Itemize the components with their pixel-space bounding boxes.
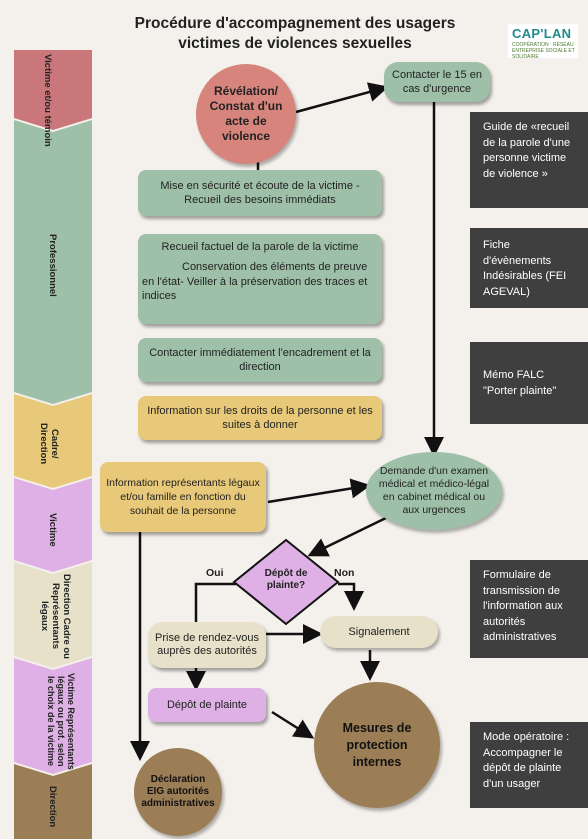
arrow-non <box>338 582 364 611</box>
sidecard-guide-recueil: Guide de «recueil de la parole d'une per… <box>470 112 588 208</box>
node-depot-plainte: Dépôt de plainte <box>148 688 266 722</box>
label-oui: Oui <box>206 567 224 579</box>
node-signalement: Signalement <box>320 616 438 648</box>
sidecard-memo-falc: Mémo FALC "Porter plainte" <box>470 342 588 424</box>
node-contacter-encadrement: Contacter immédiatement l'encadrement et… <box>138 338 382 382</box>
band-direction <box>14 764 92 839</box>
band-direction-cadre <box>14 562 92 668</box>
node-mesures-protection: Mesures de protection internes <box>314 682 440 808</box>
arrow-info-to-examen <box>267 478 371 504</box>
node-demande-examen: Demande d'un examen médical et médico-lé… <box>366 452 502 530</box>
node-information-droits: Information sur les droits de la personn… <box>138 396 382 440</box>
band-label-victime-temoin: Victime et/ou témoin <box>42 54 53 147</box>
band-label-direction: Direction <box>47 786 58 828</box>
node-recueil: Recueil factuel de la parole de la victi… <box>138 234 382 324</box>
node-declaration-eig: Déclaration EIG autorités administrative… <box>134 748 222 836</box>
line-oui <box>194 582 236 622</box>
band-label-direction-cadre: Direction Cadre ou Représentants légaux <box>39 573 72 659</box>
sidecard-fiche-fei: Fiche d'évènements Indésirables (FEI AGE… <box>470 228 588 308</box>
decision-diamond <box>232 538 340 626</box>
conservation-text: Conservation des éléments de preuve en l… <box>142 261 368 302</box>
connectors <box>130 82 444 761</box>
node-depot-question: Dépôt de plainte? <box>264 568 308 591</box>
swimlane-bands <box>14 50 92 839</box>
band-professionnel <box>14 120 92 404</box>
arrow-depot-to-mesures <box>271 710 315 739</box>
band-cadre-direction <box>14 394 92 488</box>
band-label-professionnel: Professionnel <box>47 233 58 297</box>
node-contact-15: Contacter le 15 en cas d'urgence <box>384 62 490 102</box>
arrow-revelation-to-15 <box>295 82 389 114</box>
band-label-victime: Victime <box>47 513 58 547</box>
recueil-factuel-text: Recueil factuel de la parole de la victi… <box>161 241 359 253</box>
label-non: Non <box>334 567 355 579</box>
node-prise-rdv: Prise de rendez-vous auprès des autorité… <box>148 622 266 668</box>
band-victime-representants <box>14 658 92 774</box>
band-label-cadre-direction: Cadre/ Direction <box>38 423 60 465</box>
logo-name: CAP'LAN <box>512 26 572 41</box>
logo-subtitle: COOPÉRATION · RÉSEAU ENTREPRISE SOCIALE … <box>512 42 575 60</box>
node-information-representants: Information représentants légaux et/ou f… <box>100 462 266 532</box>
sidecard-mode-operatoire: Mode opératoire : Accompagner le dépôt d… <box>470 722 588 808</box>
caplan-logo: CAP'LAN COOPÉRATION · RÉSEAU ENTREPRISE … <box>508 24 578 60</box>
node-revelation: Révélation/ Constat d'un acte de violenc… <box>196 64 296 164</box>
band-label-victime-representants: Victime Représentants légaux ou prof. se… <box>46 672 76 770</box>
sidecard-formulaire-transmission: Formulaire de transmission de l'informat… <box>470 560 588 658</box>
arrow-examen-to-depot <box>307 514 391 557</box>
band-victime <box>14 478 92 572</box>
band-victime-temoin <box>14 50 92 130</box>
node-mise-securite: Mise en sécurité et écoute de la victime… <box>138 170 382 216</box>
page-title: Procédure d'accompagnement des usagers v… <box>134 15 456 52</box>
